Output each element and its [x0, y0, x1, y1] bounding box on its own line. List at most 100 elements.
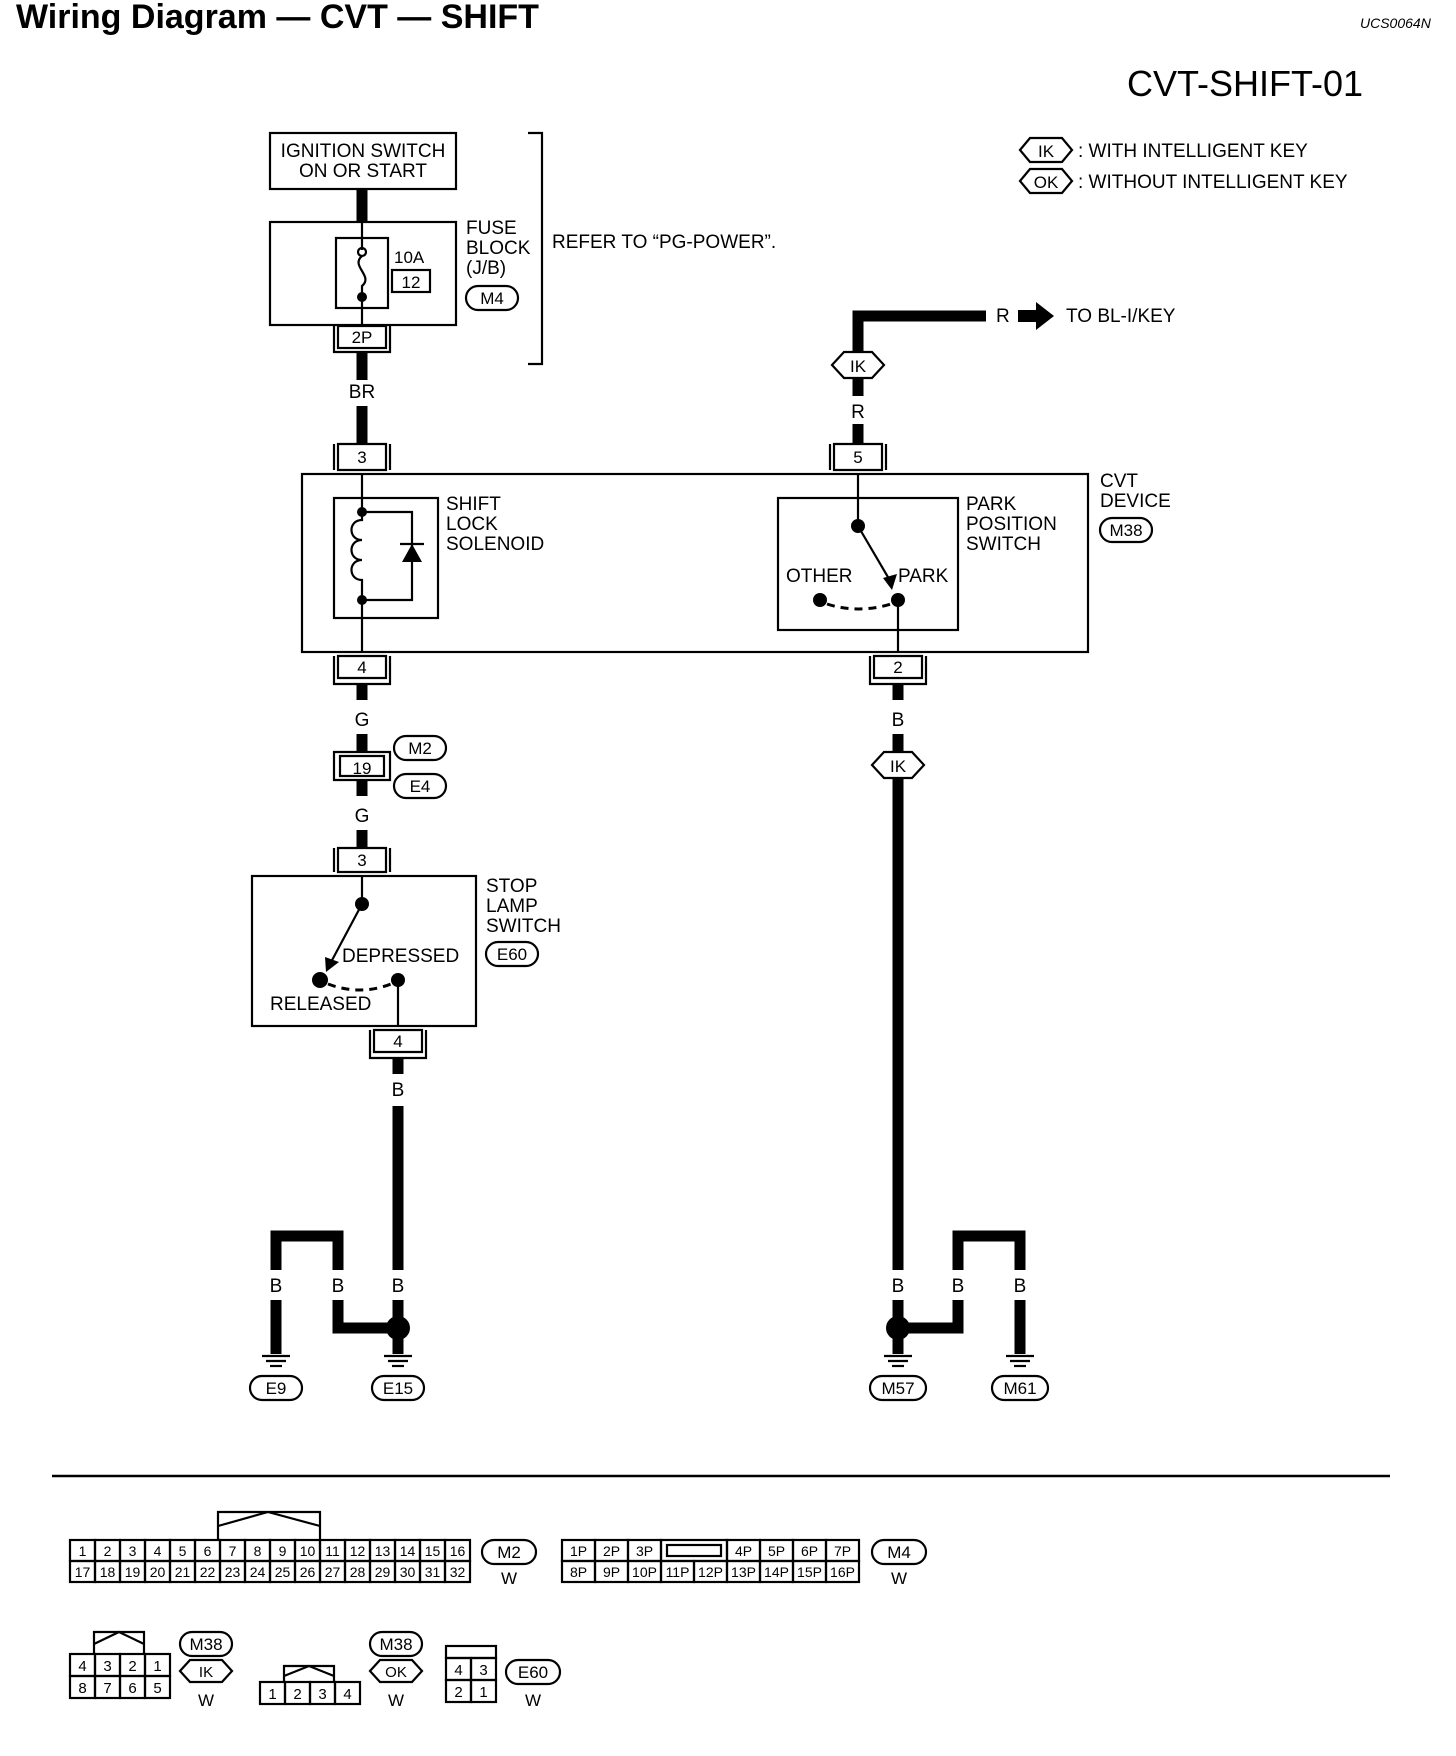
connector-pin: 6 — [128, 1680, 136, 1697]
connector-pin: 3P — [636, 1543, 653, 1559]
junction-conn-b: E4 — [410, 777, 431, 796]
ok-legend-tag — [1018, 167, 1074, 195]
fuse-number: 12 — [402, 273, 421, 292]
connector-pin: 8 — [254, 1543, 262, 1559]
fuse-connector-tag — [464, 284, 520, 312]
cv-m38ik-name: M38 — [189, 1635, 222, 1654]
connector-pin: 25 — [275, 1564, 291, 1580]
gnd-b6-label: B — [1014, 1276, 1027, 1297]
splice-m57 — [886, 1316, 910, 1340]
gnd-b1-label: B — [270, 1276, 283, 1297]
connector-pin: 20 — [150, 1564, 166, 1580]
connector-pin: 13P — [731, 1564, 756, 1580]
stop-lamp-connector: E60 — [497, 945, 527, 964]
connector-pin: 1 — [479, 1684, 487, 1701]
connector-pin: 31 — [425, 1564, 441, 1580]
ik-marker-top-text: IK — [850, 357, 867, 376]
park-switch-line1: PARK — [966, 494, 1017, 515]
gnd-b4-label: B — [892, 1276, 905, 1297]
stop-lamp-line3: SWITCH — [486, 916, 561, 937]
ik-legend-text: IK — [1038, 142, 1055, 161]
solenoid-coil-icon — [350, 512, 364, 600]
connector-pin: 10P — [632, 1564, 657, 1580]
ignition-switch-box — [268, 131, 458, 191]
refer-text: REFER TO “PG-POWER”. — [552, 232, 776, 253]
connector-pin: 26 — [300, 1564, 316, 1580]
wire-br-label: BR — [349, 382, 375, 403]
connector-pin: 3 — [103, 1658, 111, 1675]
cvt-pin-2: 2 — [893, 658, 902, 677]
connector-pin: 5P — [768, 1543, 785, 1559]
wire-g-upper-label: G — [355, 710, 370, 731]
connector-pin: 9 — [279, 1543, 287, 1559]
connector-pin: 2 — [128, 1658, 136, 1675]
connector-pin: 4P — [735, 1543, 752, 1559]
refer-bracket — [528, 131, 544, 366]
cv-e60-color: W — [525, 1691, 541, 1710]
cv-m38ok-name: M38 — [379, 1635, 412, 1654]
connector-pin: 14 — [400, 1543, 416, 1559]
page-title: Wiring Diagram — CVT — SHIFT — [16, 0, 539, 36]
connector-pin: 8 — [78, 1680, 86, 1697]
connector-pin: 7P — [834, 1543, 851, 1559]
park-switch-arm — [857, 525, 893, 585]
cv-m2-name: M2 — [497, 1543, 521, 1562]
ok-legend-desc: : WITHOUT INTELLIGENT KEY — [1078, 172, 1348, 193]
junction-conn-a-tag — [392, 734, 448, 762]
cvt-connector: M38 — [1109, 521, 1142, 540]
connector-pin: 16 — [450, 1543, 466, 1559]
ground-m61: M61 — [1003, 1379, 1036, 1398]
connector-pin: 3 — [129, 1543, 137, 1559]
cv-m4-name: M4 — [887, 1543, 911, 1562]
cvt-pin-5: 5 — [853, 448, 862, 467]
connector-pin: 23 — [225, 1564, 241, 1580]
junction-conn-b-tag — [392, 772, 448, 800]
diagram-code: UCS0064N — [1360, 15, 1432, 31]
connector-pin: 7 — [103, 1680, 111, 1697]
ik-marker-bottom-text: IK — [890, 757, 907, 776]
solenoid-line3: SOLENOID — [446, 534, 544, 555]
wire-b-park-label: B — [892, 710, 905, 731]
stop-lamp-connector-tag — [484, 940, 540, 968]
gnd-b2-label: B — [332, 1276, 345, 1297]
connector-pin: 5 — [153, 1680, 161, 1697]
ik-marker-bottom — [870, 750, 926, 780]
connector-pin: 24 — [250, 1564, 266, 1580]
connector-pin: 10 — [300, 1543, 316, 1559]
wire-r-lower-label: R — [851, 402, 865, 423]
ik-legend-tag — [1018, 136, 1074, 164]
connector-pin: 12 — [350, 1543, 366, 1559]
ground-symbol-icon — [262, 1354, 412, 1368]
park-switch-park: PARK — [898, 566, 949, 587]
fuse-amps: 10A — [394, 248, 425, 267]
cv-m38ok-tag: OK — [385, 1664, 407, 1681]
connector-pin: 6 — [204, 1543, 212, 1559]
ground-e9: E9 — [266, 1379, 287, 1398]
connector-pin: 9P — [603, 1564, 620, 1580]
ok-legend-text: OK — [1034, 173, 1059, 192]
ground-e15: E15 — [383, 1379, 413, 1398]
wire-r-upper — [852, 310, 986, 352]
connector-pin: 7 — [229, 1543, 237, 1559]
ground-m57: M57 — [881, 1379, 914, 1398]
cvt-pin-3: 3 — [357, 448, 366, 467]
connector-pin: 1 — [79, 1543, 87, 1559]
connector-pin: 12P — [698, 1564, 723, 1580]
fuse-block-label2: BLOCK — [466, 238, 531, 259]
park-switch-box — [776, 496, 960, 632]
connector-pin: 1 — [268, 1686, 276, 1703]
connector-pin: 15P — [797, 1564, 822, 1580]
connector-pin: 16P — [830, 1564, 855, 1580]
arrow-right-icon — [1018, 302, 1054, 330]
park-switch-other: OTHER — [786, 566, 853, 587]
connector-pin: 27 — [325, 1564, 341, 1580]
connector-pin: 17 — [75, 1564, 91, 1580]
connector-pin: 21 — [175, 1564, 191, 1580]
wire-r-upper-label: R — [996, 306, 1010, 327]
connector-pin: 8P — [570, 1564, 587, 1580]
connector-pin: 4 — [343, 1686, 351, 1703]
